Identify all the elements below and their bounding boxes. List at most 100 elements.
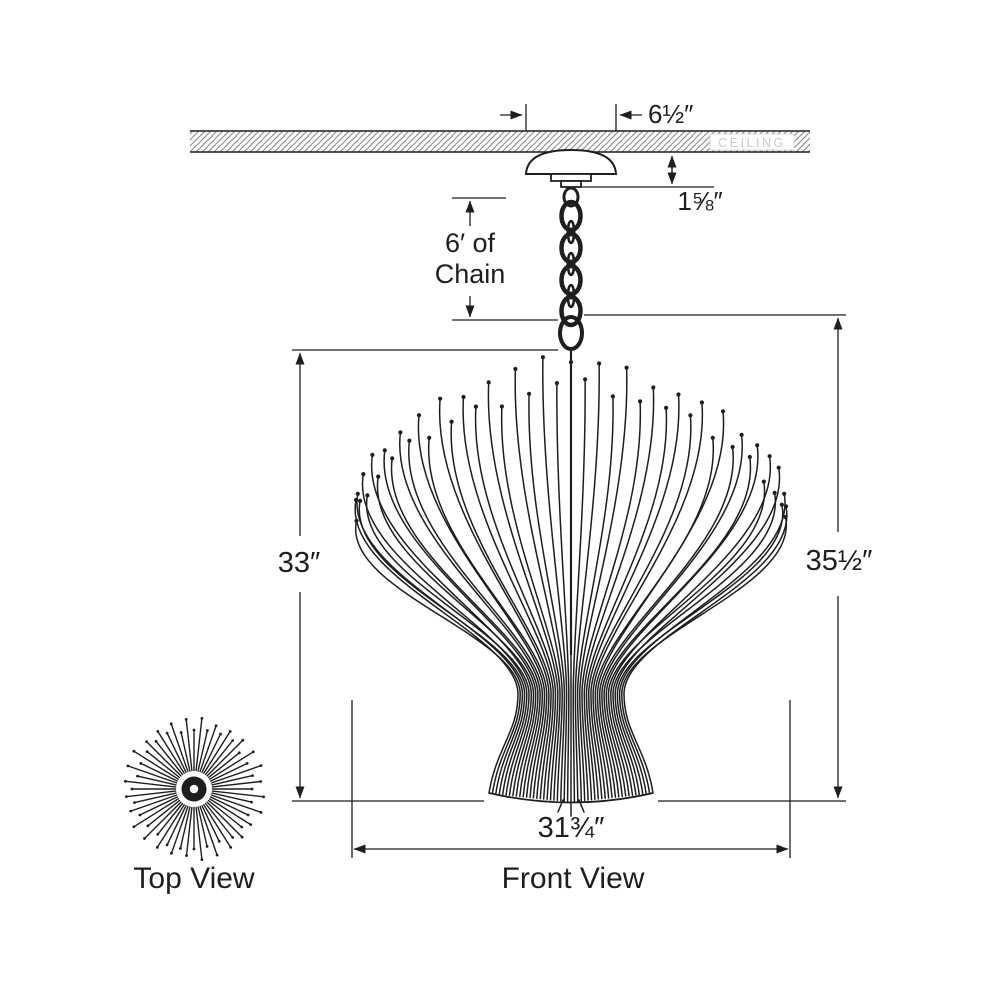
canopy <box>524 148 618 188</box>
rod-tip <box>783 504 789 509</box>
top-view-spoke <box>147 799 181 827</box>
top-view-spoke-tip <box>129 809 133 813</box>
dim-fixture-height: 33″ <box>278 349 558 802</box>
canopy-width-label: 6½″ <box>648 99 693 129</box>
rod <box>576 395 614 802</box>
rod-tip <box>461 394 466 400</box>
top-view-spoke-tip <box>170 851 173 855</box>
ceiling-band: CEILING <box>190 130 810 153</box>
top-view-spoke <box>207 752 241 779</box>
rod <box>408 439 544 798</box>
top-view-spoke <box>145 740 182 777</box>
rod-tip <box>688 413 693 418</box>
rod <box>365 494 530 796</box>
top-view-spoke <box>211 774 254 786</box>
chain-hook-loop <box>562 186 580 208</box>
rod-tip <box>664 405 669 410</box>
rod-tip <box>568 360 574 365</box>
rod <box>462 396 555 800</box>
dim-canopy-drop: 1⅝″ <box>582 155 723 216</box>
rod-tip <box>755 443 760 448</box>
rod-tip <box>583 377 588 382</box>
rod-tip <box>361 472 366 477</box>
rod-tip <box>365 493 370 498</box>
rod <box>370 454 533 797</box>
top-view-spoke <box>201 733 222 773</box>
top-view-spoke-tip <box>205 845 209 848</box>
top-view-spoke <box>157 802 184 835</box>
top-view-spoke-tip <box>228 730 232 733</box>
front-view-label: Front View <box>502 862 645 895</box>
rod <box>596 410 725 799</box>
rod-tip <box>747 454 752 460</box>
top-view-spoke <box>195 806 203 861</box>
top-view-spoke <box>201 805 220 842</box>
rod-tip <box>354 518 359 523</box>
top-view-label: Top View <box>133 862 255 895</box>
top-view-spoke-tip <box>146 824 150 828</box>
rod <box>383 449 537 797</box>
top-view-spoke <box>210 794 262 814</box>
top-view-spoke-tip <box>206 729 209 732</box>
top-view-spoke-tip <box>245 762 249 765</box>
top-view-spoke <box>211 790 265 798</box>
rod-tip <box>416 413 422 418</box>
top-view-spoke <box>140 762 179 782</box>
top-view-spoke-tip <box>259 780 262 783</box>
rod-tip <box>438 396 443 401</box>
rod-tip <box>772 490 777 495</box>
top-view-spoke <box>179 806 191 850</box>
rod <box>354 499 519 794</box>
ceiling-label-box <box>709 133 795 151</box>
chain-bottom-loop <box>558 315 584 351</box>
rod <box>354 520 521 795</box>
rod-tip <box>730 444 735 450</box>
top-view-spoke <box>204 802 234 839</box>
top-view-spoke-tip <box>240 835 244 839</box>
top-view-spoke <box>208 751 255 780</box>
top-view-spoke-tip <box>192 728 196 732</box>
top-view-spoke <box>185 718 193 772</box>
canopy-dome <box>524 148 618 175</box>
top-view-spoke-tip <box>250 800 253 804</box>
bottom-finial-tips <box>557 799 585 817</box>
canopy-collar <box>560 180 582 188</box>
rod-tip <box>782 491 787 496</box>
top-view-spoke <box>197 806 208 848</box>
top-view-spoke-tip <box>155 846 159 849</box>
rod <box>592 401 704 800</box>
top-view-spoke-tip <box>125 795 128 798</box>
rod-tip <box>720 409 726 414</box>
ceiling-label: CEILING <box>718 136 786 150</box>
top-view-spoke-tip <box>136 774 139 778</box>
top-view-spoke-tip <box>184 718 188 721</box>
rod-tip <box>776 465 781 470</box>
top-view-drawing <box>124 717 265 861</box>
rod <box>603 456 752 798</box>
top-view-spoke-tip <box>165 843 169 847</box>
top-view-spoke <box>133 750 180 780</box>
rod-tip <box>407 438 412 443</box>
rod <box>376 475 535 797</box>
rod <box>361 473 528 796</box>
top-view-spoke <box>206 801 243 838</box>
top-view-spoke-tip <box>250 787 254 791</box>
rod-tip <box>358 498 363 503</box>
top-view-spoke <box>170 805 189 854</box>
top-view-spoke-tip <box>231 836 235 839</box>
chain-link <box>559 199 583 233</box>
top-view-spoke-tip <box>215 853 219 857</box>
rod-tip <box>761 479 766 484</box>
top-view-spoke <box>210 764 262 784</box>
top-view-spoke-tip <box>132 825 136 829</box>
top-view-spoke-tip <box>156 730 160 733</box>
top-view-spoke-tip <box>259 764 263 767</box>
top-view-spoke-tip <box>229 846 233 849</box>
chain-link <box>559 294 583 328</box>
top-view-spoke <box>133 798 180 828</box>
rod <box>417 414 546 799</box>
top-view-spoke-tip <box>124 779 127 783</box>
top-view-spoke <box>199 805 218 856</box>
